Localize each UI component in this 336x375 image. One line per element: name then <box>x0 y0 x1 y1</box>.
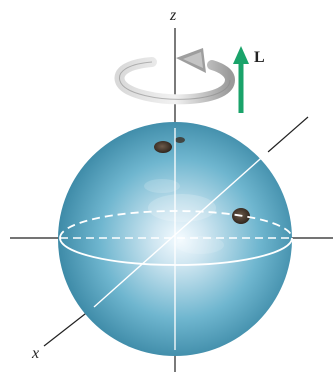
z-axis-label: z <box>169 7 177 24</box>
diagonal-axis-inside <box>93 151 269 308</box>
angular-momentum-arrow <box>233 46 249 113</box>
finger-hole-top-small <box>175 137 185 143</box>
x-axis-label: x <box>31 345 39 362</box>
diagonal-axis-upper <box>267 116 309 153</box>
sphere-sheen <box>144 179 224 254</box>
equator-front <box>59 237 293 266</box>
equator-back <box>59 210 293 239</box>
finger-hole-top <box>154 141 172 153</box>
angular-momentum-label: L <box>254 49 265 66</box>
rotation-arrow <box>114 48 236 105</box>
